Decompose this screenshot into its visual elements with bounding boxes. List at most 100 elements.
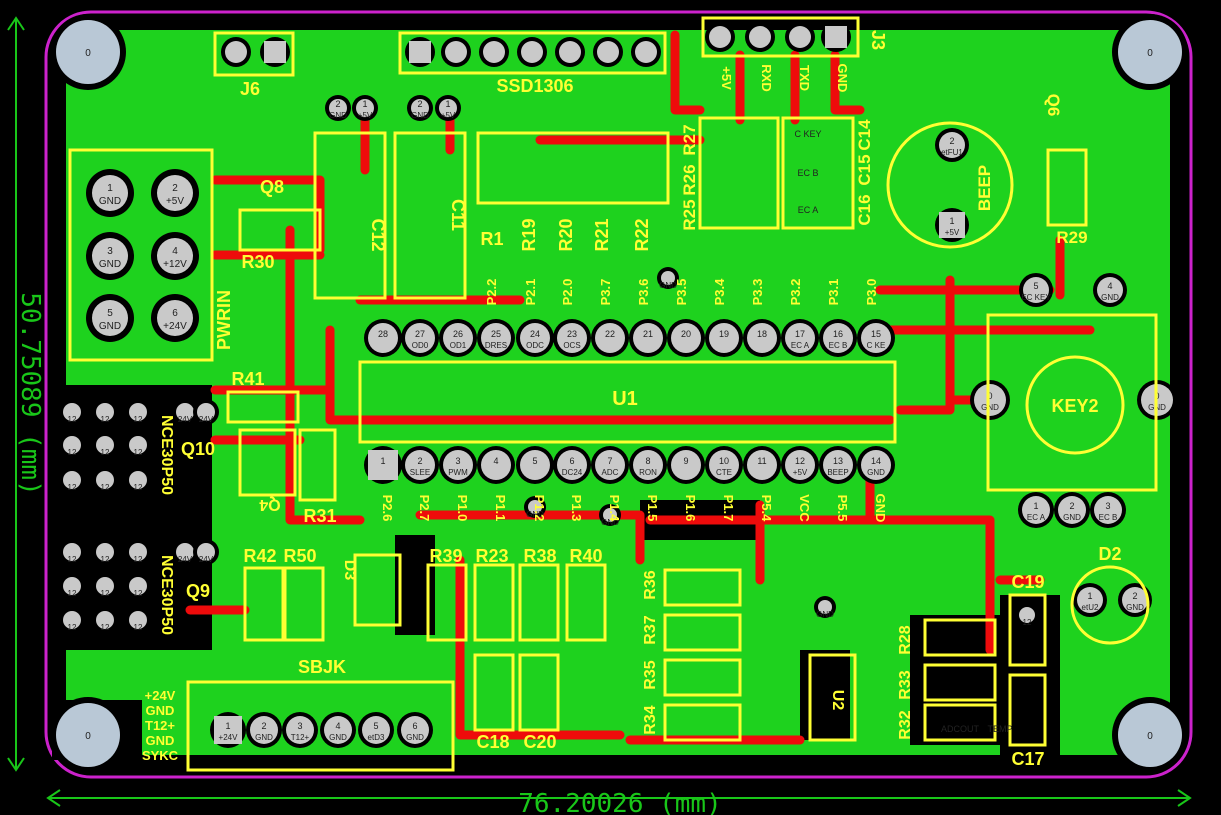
u1-bottom-label: P2.7	[417, 495, 432, 522]
width-dimension-label: 76.20026 (mm)	[518, 789, 722, 815]
pad-number: 28	[378, 329, 388, 339]
pad: 24V	[172, 399, 198, 425]
pad-number: 13	[833, 456, 843, 466]
pad-number: 1	[362, 99, 367, 109]
designator-r30: R30	[241, 252, 274, 272]
pad-net: OD1	[450, 341, 467, 350]
pad-number: 11	[757, 456, 766, 466]
pad-net: DC24	[562, 468, 583, 477]
u1-bottom-label: P1.6	[683, 495, 698, 522]
pad: 12	[1015, 603, 1039, 627]
pad-number: 18	[757, 329, 767, 339]
pad-net: 24V	[199, 555, 214, 564]
j3-pin-label: RXD	[759, 64, 774, 91]
pad: 12	[125, 539, 151, 565]
pad-net: GND	[601, 518, 619, 527]
adcout-label: ADCOUT	[941, 724, 980, 734]
sbjk-side-label: T12+	[145, 718, 175, 733]
u1-bottom-label: P1.4	[607, 495, 622, 523]
pad-number: 2	[1132, 591, 1137, 601]
pad-net: GND	[1126, 603, 1144, 612]
pad-net: OD0	[412, 341, 429, 350]
designator-c14: C14	[855, 119, 874, 151]
pad-number: 1	[380, 456, 385, 466]
u1-bottom-label: P2.6	[380, 495, 395, 522]
pad-number: 20	[681, 329, 691, 339]
pad-number: 2	[417, 456, 422, 466]
pad: 24V	[172, 539, 198, 565]
designator-c18: C18	[476, 732, 509, 752]
pad-number: 24	[530, 329, 540, 339]
pad-net: SLEE	[410, 468, 430, 477]
designator-ncb1: NCE30P50	[158, 415, 175, 495]
designator-r27: R27	[680, 124, 699, 155]
pad-net: 12	[68, 415, 77, 424]
pad-net: BEEP	[827, 468, 848, 477]
pad-net: +5V	[441, 111, 456, 120]
pwrin-pin-net: +12V	[163, 259, 187, 270]
designator-r20: R20	[556, 218, 576, 251]
pad	[260, 37, 290, 67]
u1-top-label: P3.6	[636, 279, 651, 306]
u1-top-label: P3.0	[864, 279, 879, 306]
u1-top-label: P3.3	[750, 279, 765, 306]
pad-net: GND	[329, 111, 347, 120]
pad-net: etU2	[1082, 603, 1099, 612]
pad-net: 12	[134, 483, 143, 492]
designator-r26: R26	[680, 164, 699, 195]
pwrin-pin-number: 5	[107, 308, 113, 319]
pad-number: 1	[949, 216, 954, 226]
pwrin-pin: 4+12V	[151, 232, 199, 280]
designator-c16: C16	[855, 194, 874, 225]
sbjk-side-label: SYKC	[142, 748, 179, 763]
pad: 1+5V	[935, 208, 969, 242]
u1-bottom-label: GND	[873, 494, 888, 523]
pad-number: 4	[335, 721, 340, 731]
pad-net: GND	[329, 733, 347, 742]
u1-bottom-label: P1.3	[569, 495, 584, 522]
pad-number: 5	[1033, 281, 1038, 291]
pad: 24V	[193, 399, 219, 425]
pad: 12	[125, 573, 151, 599]
pad-net: 12	[68, 623, 77, 632]
pwrin-pin-number: 3	[107, 246, 113, 257]
u1-bottom-label: P1.7	[721, 495, 736, 522]
designator-r23: R23	[475, 546, 508, 566]
pad: 12	[59, 607, 85, 633]
pad-net: 24V	[199, 415, 214, 424]
pad-net: EC B	[829, 341, 848, 350]
pwrin-pin: 2+5V	[151, 169, 199, 217]
u1-bottom-label: VCC	[797, 494, 812, 522]
pwrin-pin-number: 6	[172, 308, 178, 319]
pad-net: GND	[526, 510, 544, 519]
mount-hole: 0	[1112, 697, 1188, 773]
designator-j3: J3	[868, 30, 888, 50]
pad-number: 3	[455, 456, 460, 466]
pad: 21	[629, 319, 667, 357]
pad-number: 16	[833, 329, 843, 339]
designator-r36: R36	[642, 570, 659, 599]
j3-pin-label: +5V	[719, 66, 734, 90]
board-outline	[44, 10, 1193, 779]
height-dimension-label: 50.75089 (mm)	[15, 292, 45, 496]
designator-c19: C19	[1011, 572, 1044, 592]
designator-r22: R22	[632, 218, 652, 251]
designator-r40: R40	[569, 546, 602, 566]
pad: 12	[59, 432, 85, 458]
pad-number: 2	[1069, 501, 1074, 511]
pad-net: OCS	[563, 341, 580, 350]
pad-net: 12	[68, 555, 77, 564]
designator-r39: R39	[429, 546, 462, 566]
u1-top-label: P3.7	[598, 279, 613, 306]
pad-number: 9	[683, 456, 688, 466]
pad-net: EC A	[1027, 513, 1046, 522]
